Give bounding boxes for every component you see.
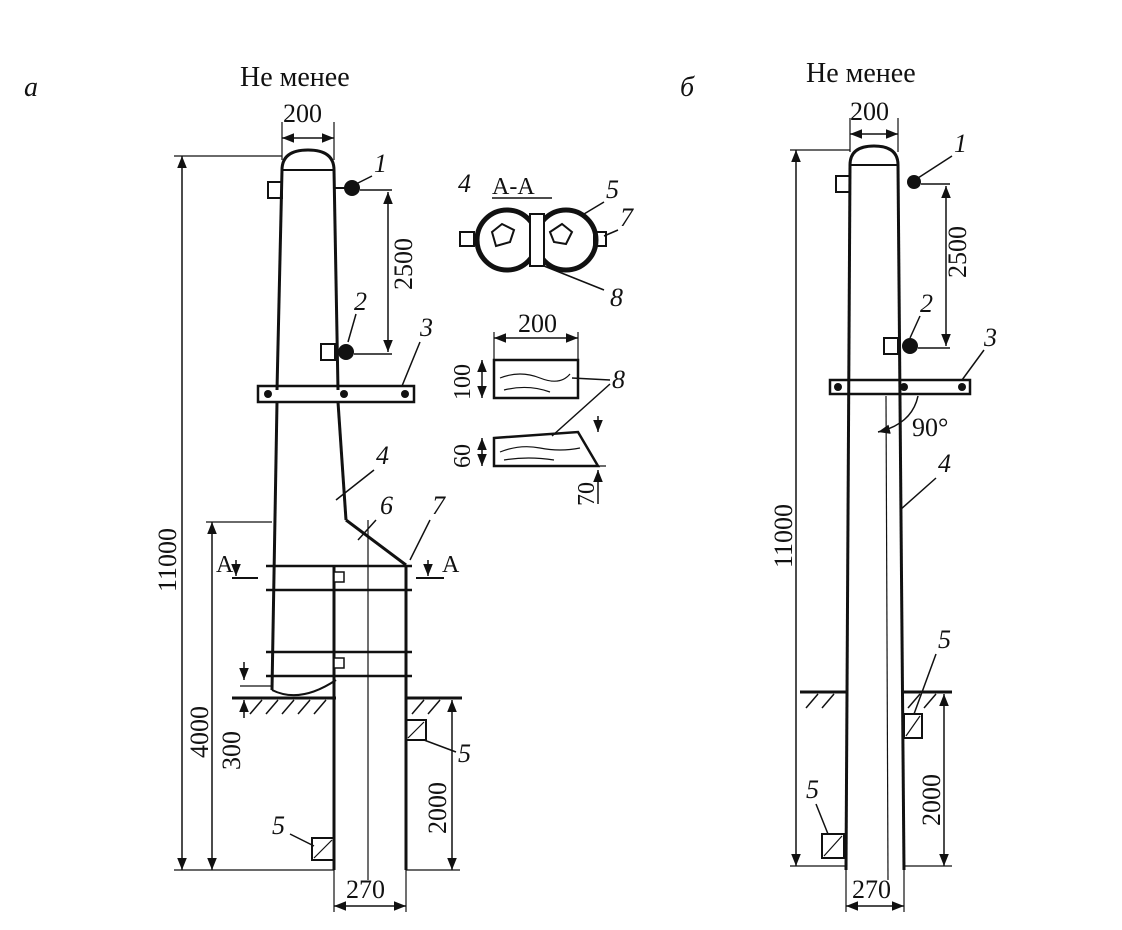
callout-6: 6 xyxy=(380,491,393,520)
wedge-block-rect xyxy=(492,358,580,400)
hook-bracket xyxy=(835,175,851,193)
callout-5b: 5 xyxy=(272,811,285,840)
b-callout-3: 3 xyxy=(983,323,997,352)
section-callout-7: 7 xyxy=(620,203,634,232)
callout-1: 1 xyxy=(374,149,387,178)
panel-a-caption: Не менее xyxy=(240,62,350,93)
anchor-block xyxy=(311,837,335,861)
insulator-icon xyxy=(907,175,921,189)
b-callout-4: 4 xyxy=(938,449,951,478)
section-callout-5: 5 xyxy=(606,175,619,204)
pole-b-cap xyxy=(848,144,900,166)
panel-a-dim-top: 200 xyxy=(283,99,322,128)
b-callout-2: 2 xyxy=(920,289,933,318)
section-aa: А-А 4 5 7 8 xyxy=(458,169,634,312)
detail-dim-h1: 100 xyxy=(450,364,476,400)
detail-callout-8: 8 xyxy=(612,365,625,394)
ground-hatch-b xyxy=(805,693,937,709)
panel-b-dim-total: 11000 xyxy=(769,504,798,568)
angle-arc xyxy=(877,395,919,434)
pole-b-right-edge xyxy=(896,164,906,871)
panel-b-dim-top: 200 xyxy=(850,97,889,126)
hook-bracket xyxy=(320,343,336,361)
callout-7: 7 xyxy=(432,491,446,520)
cut-left: А xyxy=(216,552,234,578)
section-label: А-А xyxy=(492,174,535,200)
panel-b-caption: Не менее xyxy=(806,58,916,89)
hook-bracket xyxy=(883,337,899,355)
panel-b-angle: 90° xyxy=(912,413,948,442)
panel-a-dim-insulator: 2500 xyxy=(389,238,418,290)
callout-3: 3 xyxy=(419,313,433,342)
panel-a-dim-depth: 2000 xyxy=(423,782,452,834)
detail-dim-h3: 70 xyxy=(574,482,600,506)
crossbar-b xyxy=(828,378,972,396)
insulator-icon xyxy=(338,344,354,360)
insulator-icon xyxy=(902,338,918,354)
anchor-block xyxy=(405,719,427,741)
section-callout-4: 4 xyxy=(458,169,471,198)
pole-right-edge xyxy=(332,169,340,391)
b-callout-1: 1 xyxy=(954,129,967,158)
detail-dim-h2: 60 xyxy=(450,444,476,468)
anchor-block-b xyxy=(821,833,845,859)
detail-dim-width: 200 xyxy=(518,309,557,338)
panel-a-dim-attach: 4000 xyxy=(185,706,214,758)
wedge-detail: 200 100 60 70 8 xyxy=(450,309,625,506)
panel-b: б Не менее 200 2500 1 2 3 90° 4 xyxy=(680,58,997,912)
anchor-block-b xyxy=(903,713,923,739)
pole-cap xyxy=(280,148,336,171)
callout-5: 5 xyxy=(458,739,471,768)
panel-a: а Не менее 200 2500 1 2 3 xyxy=(24,62,471,912)
callout-2: 2 xyxy=(354,287,367,316)
panel-b-dim-depth: 2000 xyxy=(917,774,946,826)
b-callout-5: 5 xyxy=(938,625,951,654)
panel-b-dim-base: 270 xyxy=(852,875,891,904)
panel-a-dim-base: 270 xyxy=(346,875,385,904)
callout-4: 4 xyxy=(376,441,389,470)
section-callout-8: 8 xyxy=(610,283,623,312)
ground-hatch xyxy=(249,699,441,715)
panel-a-dim-total: 11000 xyxy=(153,528,182,592)
panel-a-dim-depth-small: 300 xyxy=(217,731,246,770)
pole-left-edge xyxy=(275,169,284,391)
crossbar xyxy=(256,384,416,404)
pole-b-left-edge xyxy=(844,164,852,871)
hook-bracket xyxy=(267,181,283,199)
support-strut xyxy=(345,518,407,567)
section-pole-circle xyxy=(474,207,540,273)
panel-b-dim-insulator: 2500 xyxy=(943,226,972,278)
cut-right: А xyxy=(442,552,460,578)
panel-a-letter: а xyxy=(24,72,38,103)
b-callout-5b: 5 xyxy=(806,775,819,804)
panel-b-letter: б xyxy=(680,72,695,103)
